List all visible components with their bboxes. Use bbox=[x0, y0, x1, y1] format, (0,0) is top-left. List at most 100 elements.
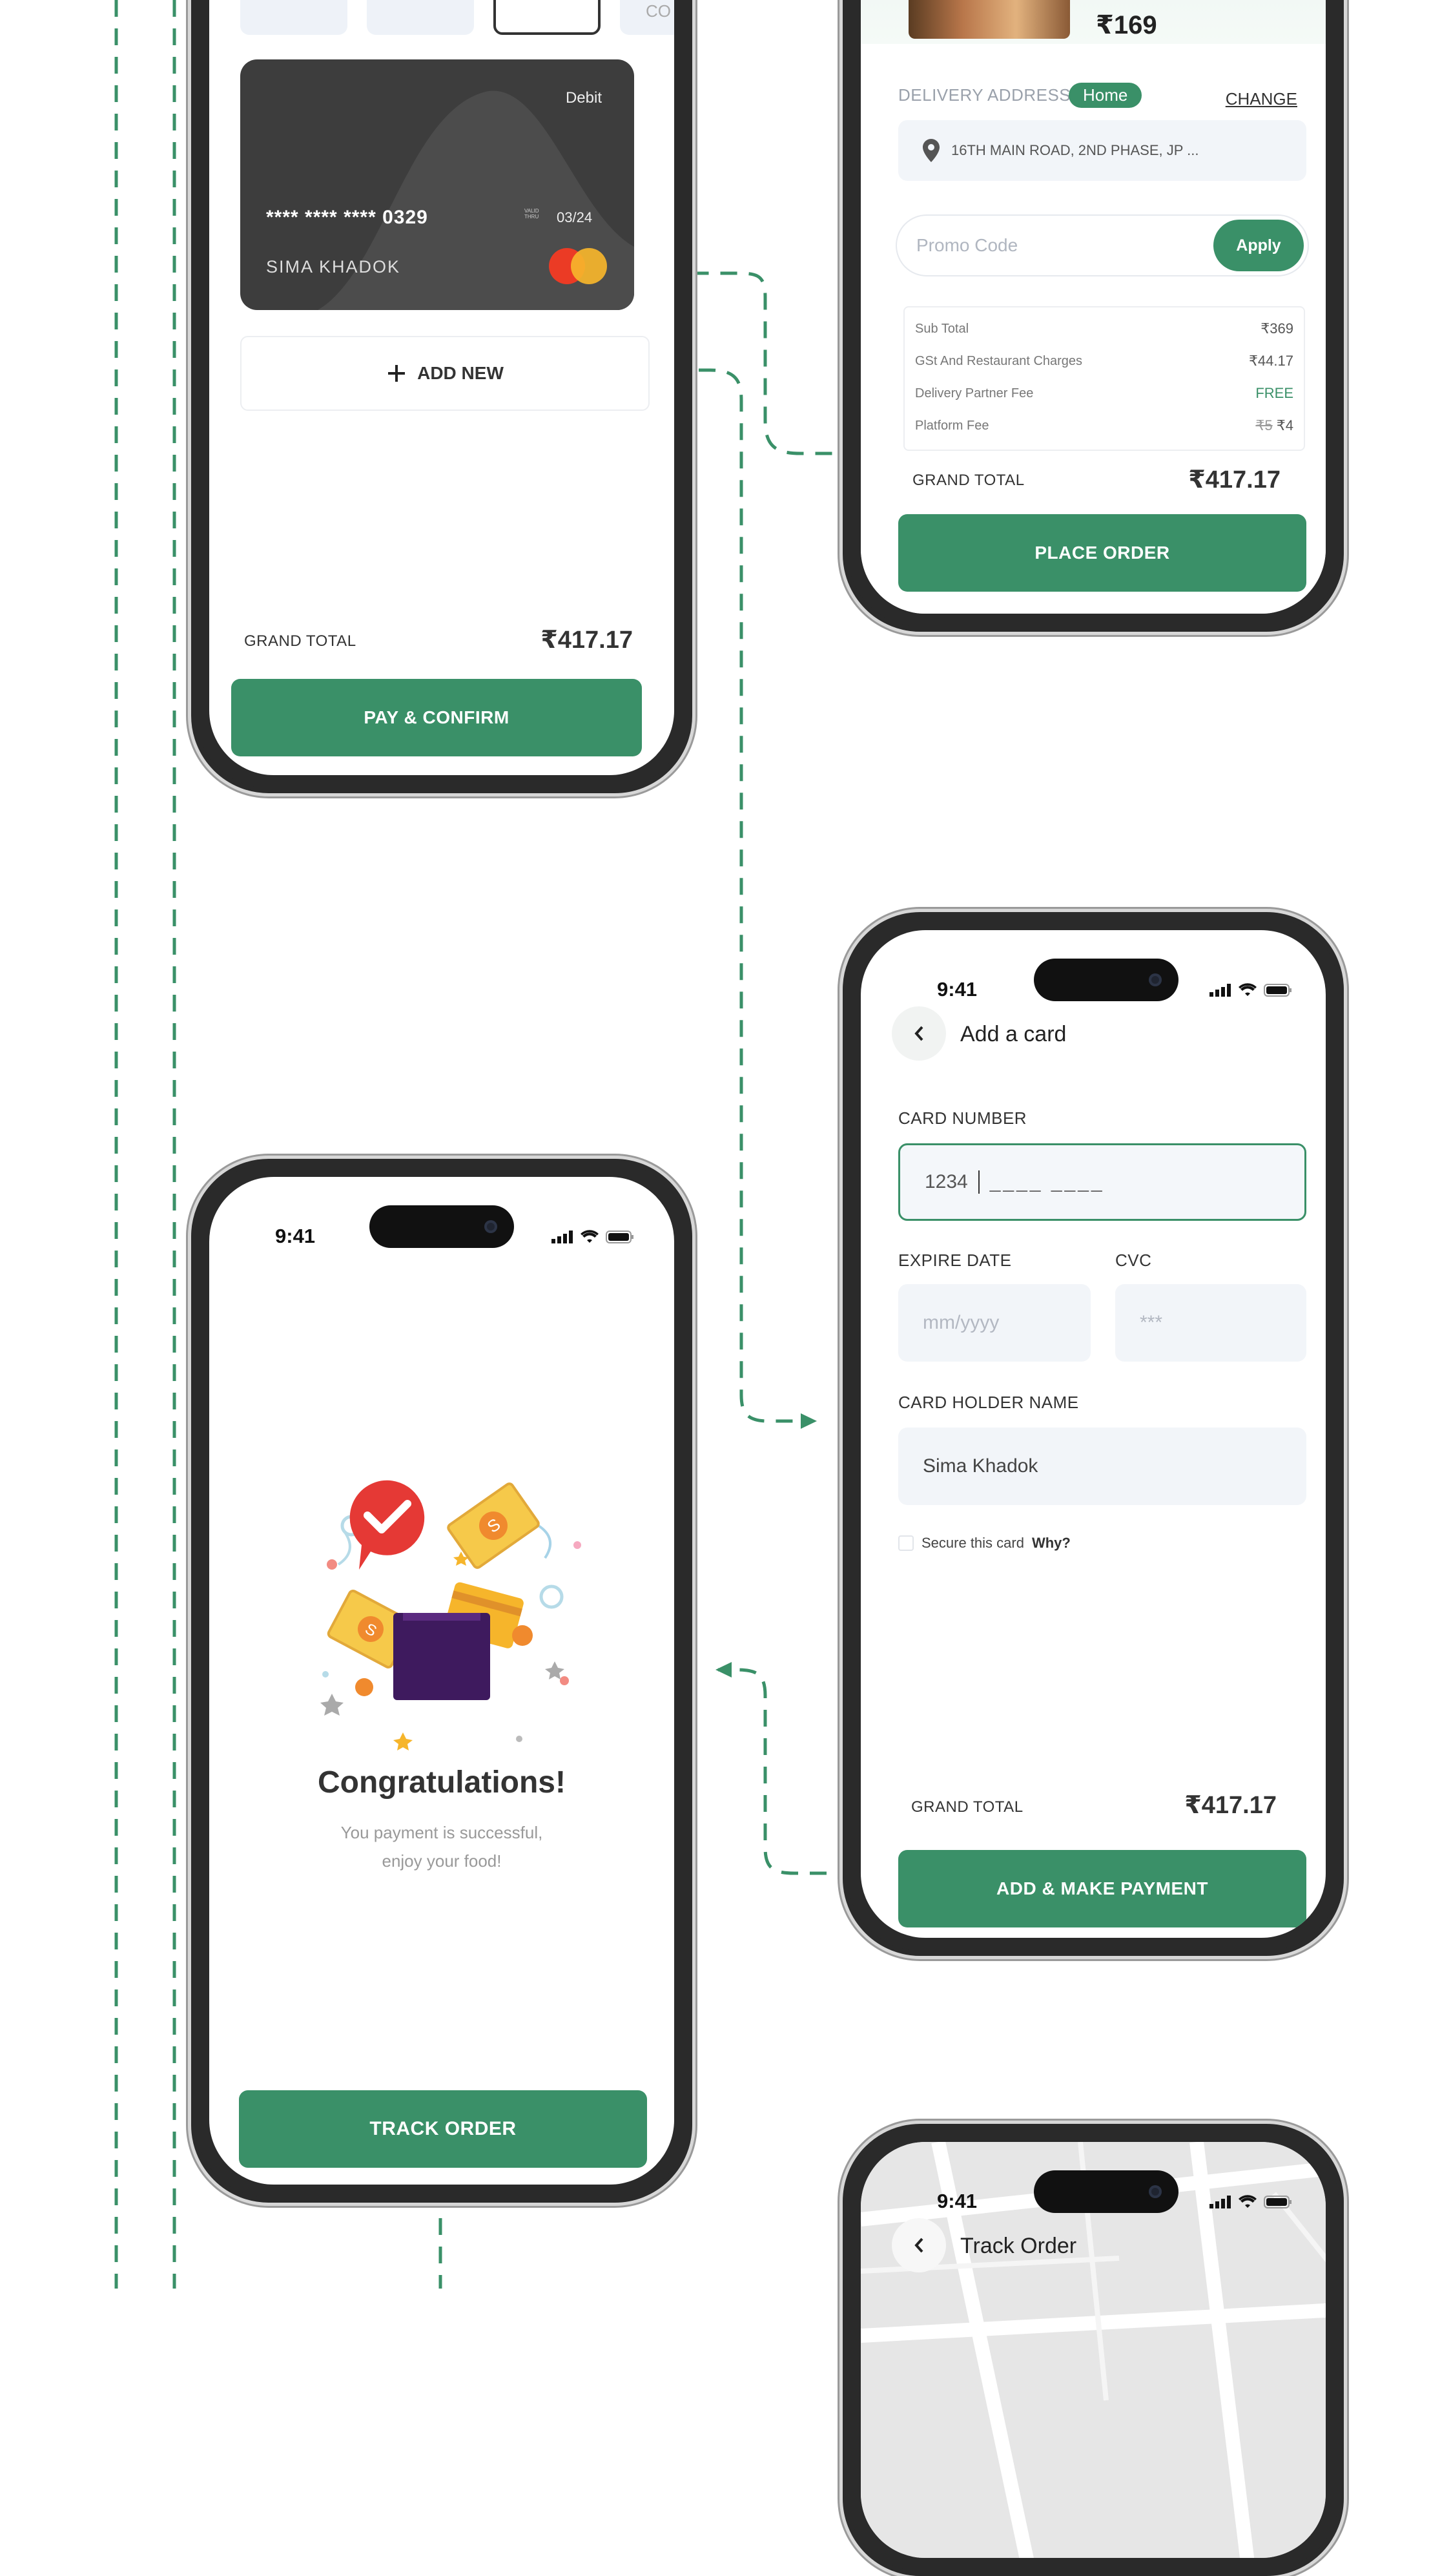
payment-success-illustration: S S bbox=[320, 1480, 581, 1750]
page-title: Add a card bbox=[960, 1022, 1067, 1046]
status-icons bbox=[1209, 983, 1292, 997]
payment-option-tab[interactable] bbox=[240, 0, 347, 35]
platform-fee-values: ₹5 ₹4 bbox=[1255, 417, 1293, 434]
status-time: 9:41 bbox=[937, 978, 978, 1001]
bill-label: GSt And Restaurant Charges bbox=[915, 354, 1083, 368]
secure-card-checkbox[interactable] bbox=[898, 1535, 914, 1551]
payment-screen: CO Debit **** **** **** 0329 VALID THRU … bbox=[209, 0, 674, 775]
add-make-payment-button[interactable]: ADD & MAKE PAYMENT bbox=[898, 1850, 1306, 1927]
phone-payment-methods: CO Debit **** **** **** 0329 VALID THRU … bbox=[191, 0, 692, 793]
card-expiry: 03/24 bbox=[557, 209, 593, 225]
pay-confirm-button[interactable]: PAY & CONFIRM bbox=[231, 679, 642, 756]
expire-placeholder: mm/yyyy bbox=[923, 1312, 1000, 1333]
secure-card-row: Secure this card Why? bbox=[898, 1535, 1071, 1552]
card-number-value: 1234 bbox=[925, 1171, 968, 1192]
status-icons bbox=[1209, 2195, 1292, 2209]
saved-debit-card[interactable]: Debit **** **** **** 0329 VALID THRU 03/… bbox=[240, 59, 634, 310]
battery-icon bbox=[1264, 984, 1291, 997]
back-button[interactable] bbox=[892, 1006, 946, 1061]
food-item-image bbox=[909, 0, 1070, 39]
back-button[interactable] bbox=[892, 2218, 946, 2272]
coins bbox=[355, 1625, 533, 1696]
bill-value: ₹44.17 bbox=[1248, 353, 1293, 369]
status-icons bbox=[551, 1230, 634, 1244]
signal-icon bbox=[1209, 984, 1231, 997]
wallet-graphic bbox=[393, 1613, 490, 1700]
chevron-left-icon bbox=[914, 1026, 923, 1041]
mastercard-icon bbox=[549, 248, 607, 284]
grand-total-label: GRAND TOTAL bbox=[244, 632, 356, 650]
bill-label: Sub Total bbox=[915, 322, 969, 336]
cvc-input[interactable]: *** bbox=[1115, 1284, 1306, 1362]
signal-icon bbox=[551, 1231, 573, 1243]
check-badge bbox=[349, 1480, 425, 1570]
success-title: Congratulations! bbox=[318, 1765, 566, 1800]
card-holder-value: Sima Khadok bbox=[923, 1455, 1038, 1477]
apply-promo-button[interactable]: Apply bbox=[1213, 220, 1304, 271]
phone-add-card: 9:41 Add a card CARD NUMBER 1234 ____ __… bbox=[843, 912, 1344, 1956]
secure-card-text: Secure this card bbox=[921, 1535, 1024, 1551]
success-message-line2: enjoy your food! bbox=[382, 1851, 502, 1871]
flow-addnew-to-addcard bbox=[613, 368, 807, 1423]
address-tag-badge: Home bbox=[1069, 83, 1142, 108]
item-price: ₹169 bbox=[1096, 11, 1157, 39]
payment-option-tab[interactable] bbox=[367, 0, 474, 35]
expire-date-label: EXPIRE DATE bbox=[898, 1251, 1012, 1270]
expire-date-input[interactable]: mm/yyyy bbox=[898, 1284, 1091, 1362]
grand-total-value: ₹417.17 bbox=[540, 627, 633, 654]
platform-fee-old: ₹5 bbox=[1255, 417, 1273, 433]
location-pin-icon bbox=[923, 139, 940, 162]
cvc-label: CVC bbox=[1115, 1251, 1152, 1270]
confetti-decoration bbox=[320, 1502, 581, 1750]
wifi-icon bbox=[1239, 2195, 1257, 2208]
arrow-to-addcard bbox=[801, 1413, 817, 1429]
payment-option-tab[interactable]: CO bbox=[620, 0, 674, 35]
grand-total-label: GRAND TOTAL bbox=[911, 1798, 1024, 1816]
delivery-address-label: DELIVERY ADDRESS bbox=[898, 85, 1071, 105]
bill-details-box: Sub Total ₹369 GSt And Restaurant Charge… bbox=[903, 306, 1305, 451]
place-order-button[interactable]: PLACE ORDER bbox=[898, 514, 1306, 592]
card-holder-input[interactable]: Sima Khadok bbox=[898, 1428, 1306, 1505]
arrow-to-success bbox=[715, 1662, 732, 1678]
card-number-input[interactable]: 1234 ____ ____ bbox=[898, 1143, 1306, 1221]
dynamic-island bbox=[1034, 959, 1178, 1001]
delivery-free-value: FREE bbox=[1255, 385, 1293, 401]
card-holder-label: CARD HOLDER NAME bbox=[898, 1393, 1079, 1412]
phone-success: 9:41 S bbox=[191, 1159, 692, 2203]
delivery-address-text: 16TH MAIN ROAD, 2ND PHASE, JP ... bbox=[951, 142, 1199, 158]
bill-label: Delivery Partner Fee bbox=[915, 386, 1034, 400]
track-screen: 9:41 Track Order bbox=[861, 2142, 1326, 2558]
success-screen: 9:41 S bbox=[209, 1177, 674, 2185]
track-order-button[interactable]: TRACK ORDER bbox=[239, 2090, 647, 2168]
status-time: 9:41 bbox=[937, 2190, 978, 2212]
card-type: Debit bbox=[565, 89, 602, 107]
change-address-link[interactable]: CHANGE bbox=[1225, 89, 1297, 109]
card-valid-label: VALID THRU bbox=[524, 208, 539, 220]
card-number-label: CARD NUMBER bbox=[898, 1108, 1027, 1128]
success-message-line1: You payment is successful, bbox=[340, 1823, 543, 1842]
dynamic-island bbox=[1034, 2170, 1178, 2213]
text-cursor bbox=[978, 1170, 980, 1194]
why-link[interactable]: Why? bbox=[1031, 1535, 1071, 1551]
plus-icon bbox=[388, 365, 406, 382]
grand-total-value: ₹417.17 bbox=[1184, 1792, 1277, 1819]
platform-fee-new: ₹4 bbox=[1276, 417, 1293, 433]
signal-icon bbox=[1209, 2196, 1231, 2208]
card-number: **** **** **** 0329 bbox=[266, 207, 428, 228]
payment-option-tab-selected[interactable] bbox=[493, 0, 601, 35]
add-new-label: ADD NEW bbox=[417, 363, 504, 383]
bill-label: Platform Fee bbox=[915, 419, 989, 433]
add-card-screen: 9:41 Add a card CARD NUMBER 1234 ____ __… bbox=[861, 930, 1326, 1938]
phone-track-order: 9:41 Track Order bbox=[843, 2124, 1344, 2576]
promo-code-field[interactable]: Promo Code Apply bbox=[896, 214, 1309, 276]
delivery-address-field[interactable]: 16TH MAIN ROAD, 2ND PHASE, JP ... bbox=[898, 120, 1306, 181]
battery-icon bbox=[606, 1231, 633, 1243]
wifi-icon bbox=[1239, 983, 1257, 996]
card-number-mask: ____ ____ bbox=[989, 1171, 1105, 1192]
card-holder: SIMA KHADOK bbox=[266, 257, 401, 276]
cvc-placeholder: *** bbox=[1140, 1312, 1163, 1333]
page-title: Track Order bbox=[960, 2234, 1077, 2258]
add-new-card-button[interactable]: ADD NEW bbox=[240, 336, 650, 411]
battery-icon bbox=[1264, 2196, 1291, 2208]
promo-code-placeholder: Promo Code bbox=[916, 235, 1018, 255]
